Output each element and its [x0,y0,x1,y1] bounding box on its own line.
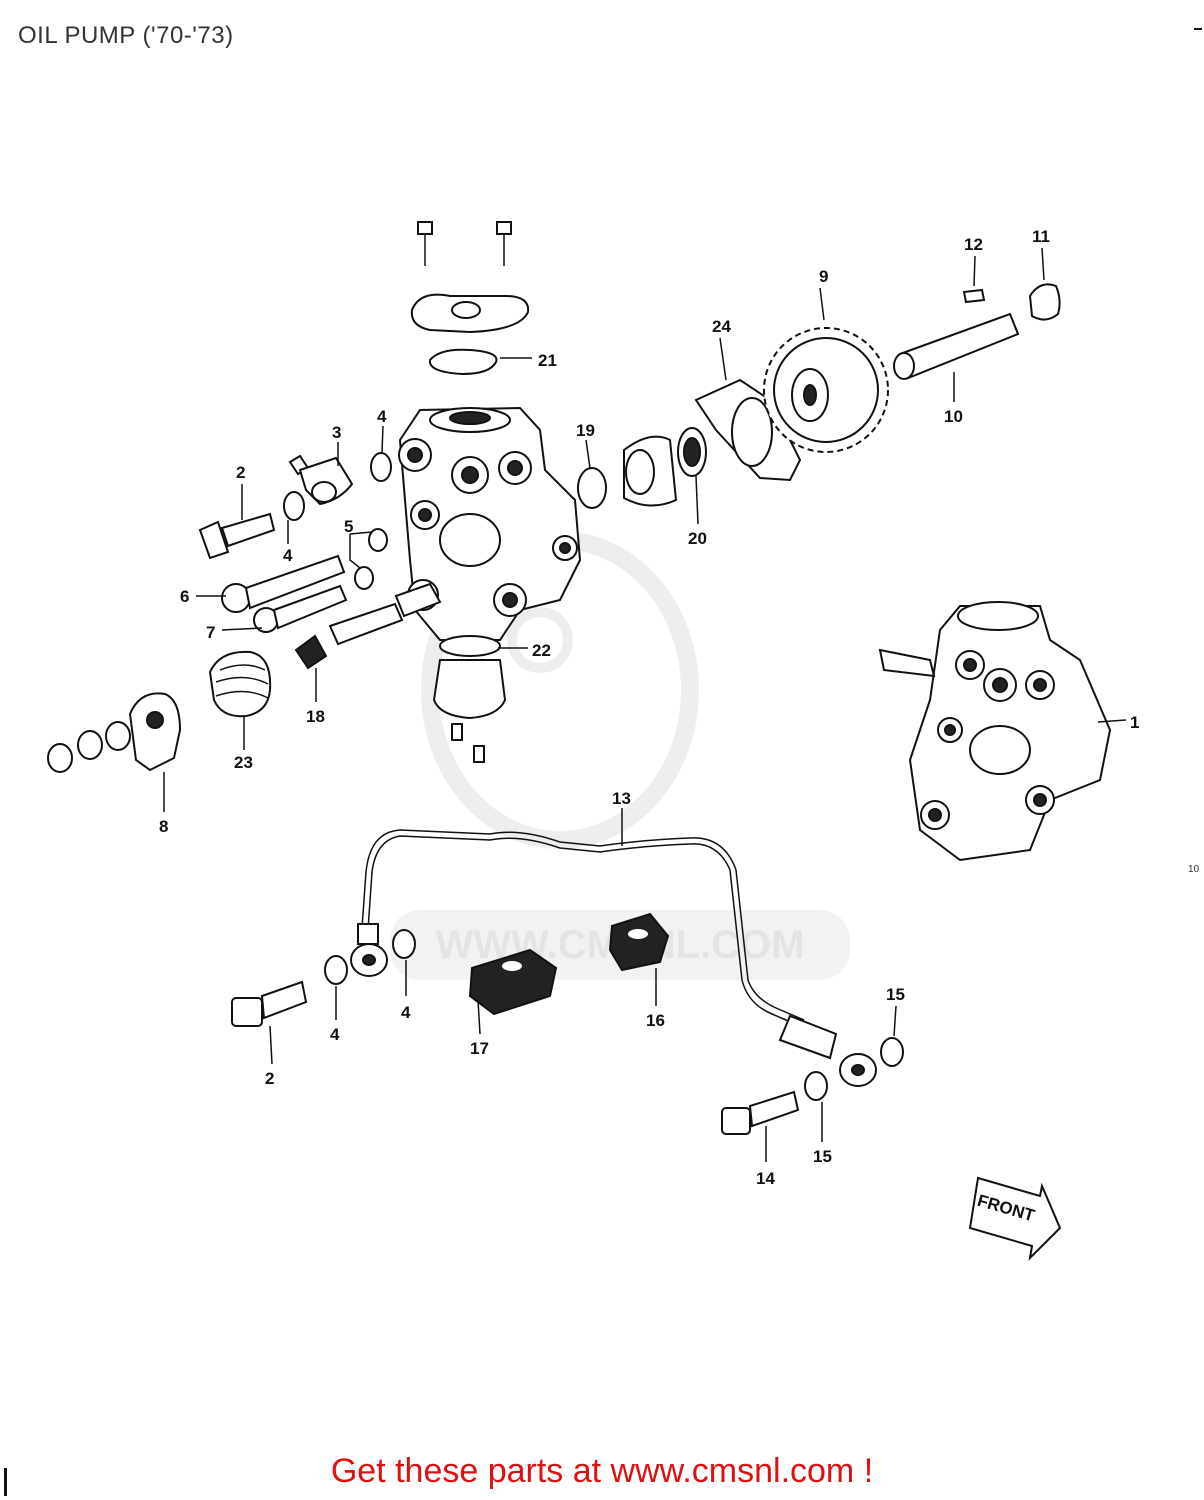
callout-15: 15 [813,1147,832,1166]
callout-21: 21 [538,351,557,370]
cover-screws [417,221,512,266]
footer-cta[interactable]: Get these parts at www.cmsnl.com ! [330,1452,874,1490]
callout-15: 15 [886,985,905,1004]
callout-4: 4 [330,1025,340,1044]
front-arrow-icon: FRONT [968,1176,1062,1261]
side-note: 10 [1188,864,1200,875]
callout-22: 22 [532,641,551,660]
bottom-cap [432,635,507,763]
leader-lines [163,247,1127,1162]
callout-12: 12 [964,235,983,254]
callout-17: 17 [470,1039,489,1058]
oil-pipe [350,829,877,1087]
page-title: OIL PUMP ('70-'73) [18,22,234,49]
edge-tick-bottom [4,1468,7,1496]
callout-6: 6 [180,587,189,606]
callout-13: 13 [612,789,631,808]
callout-3: 3 [332,423,341,442]
callout-16: 16 [646,1011,665,1030]
assembled-pump [878,601,1112,862]
callout-5: 5 [344,517,353,536]
left-fasteners [198,452,392,633]
shaft-parts [893,283,1061,380]
pump-body [398,406,582,641]
o-ring-21 [428,348,498,376]
callout-2: 2 [236,463,245,482]
lower-fasteners [231,912,904,1135]
callout-7: 7 [206,623,215,642]
callout-1: 1 [1130,713,1139,732]
exploded-parts-diagram: WWW.CMSNL.COM [47,221,1139,1261]
callout-18: 18 [306,707,325,726]
callout-24: 24 [712,317,731,336]
callout-23: 23 [234,753,253,772]
callout-11: 11 [1032,227,1050,246]
callout-9: 9 [819,267,828,286]
drive-parts [577,327,889,509]
callout-10: 10 [944,407,963,426]
callout-2: 2 [265,1069,274,1088]
lower-left-parts [47,582,442,773]
callout-4: 4 [377,407,387,426]
edge-tick-top [1194,28,1202,30]
callout-14: 14 [756,1169,775,1188]
callout-19: 19 [576,421,595,440]
callout-labels: 1 2 2 3 4 4 4 4 5 6 7 8 9 10 11 12 13 14… [159,227,1139,1188]
callout-8: 8 [159,817,168,836]
callout-4: 4 [283,546,293,565]
callout-20: 20 [688,529,707,548]
callout-4: 4 [401,1003,411,1022]
